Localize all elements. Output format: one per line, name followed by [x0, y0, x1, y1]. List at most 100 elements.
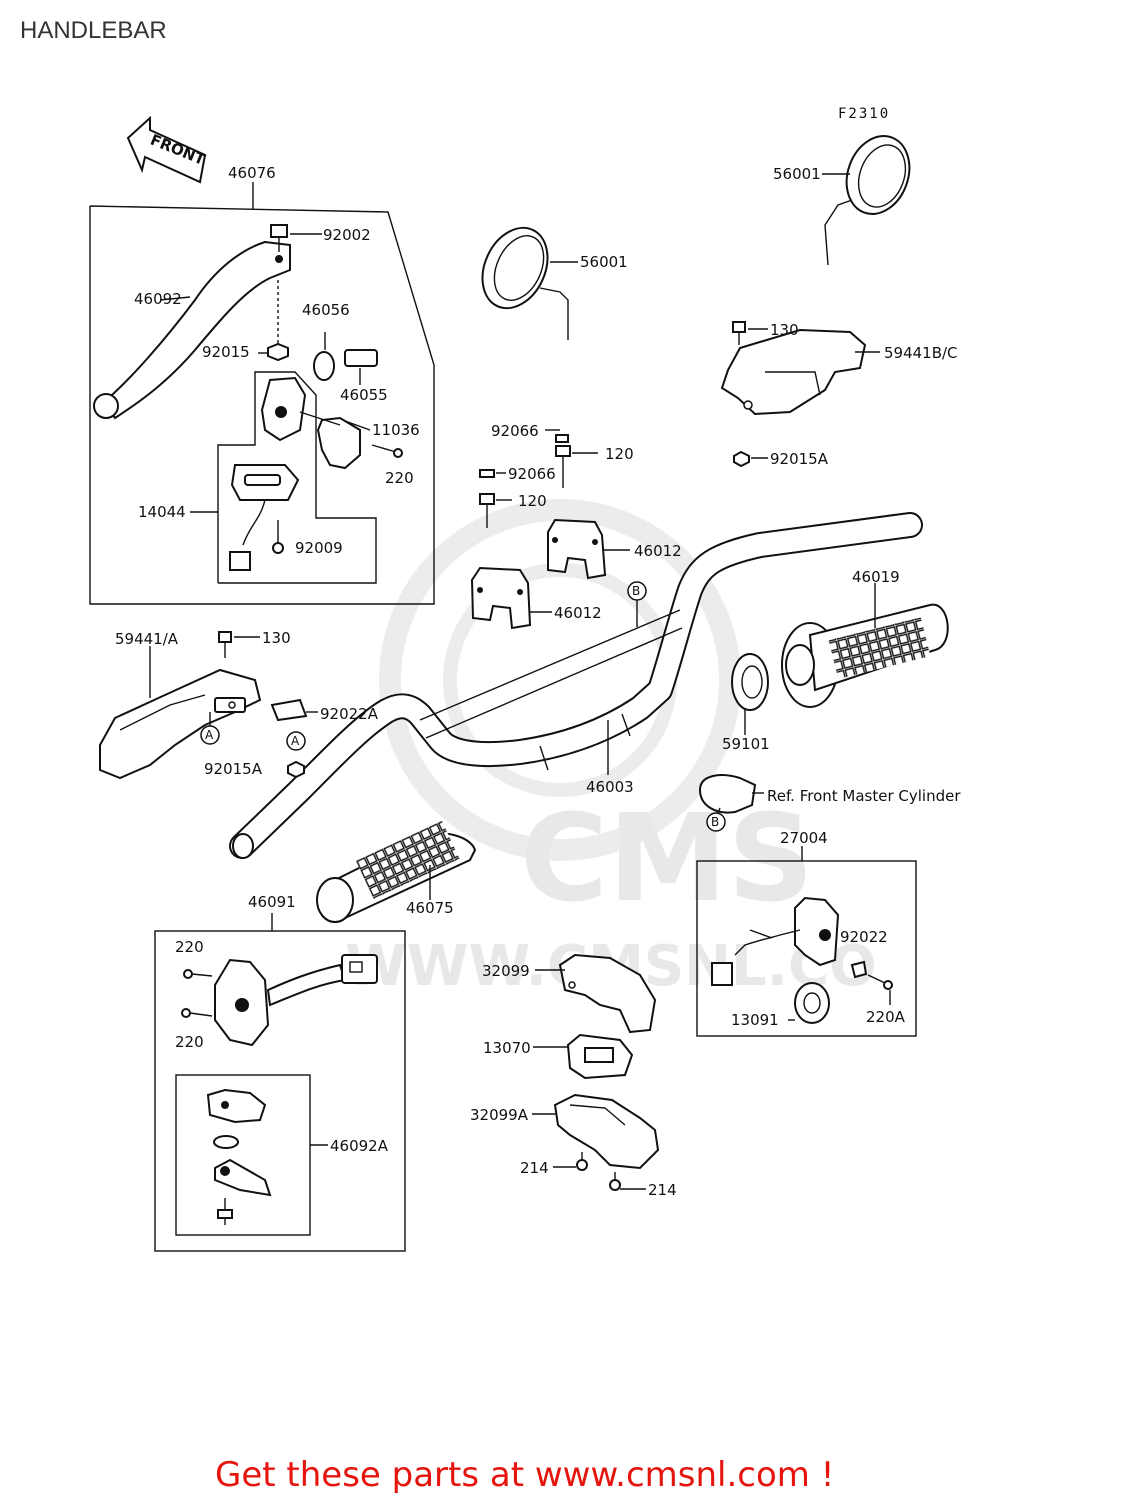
label-14044: 14044: [138, 503, 186, 521]
label-46092: 46092: [134, 290, 182, 308]
label-214-a: 214: [520, 1159, 549, 1177]
left-grip-46075: [316, 820, 477, 923]
nut-92015a-top: [733, 450, 750, 468]
footer-link[interactable]: Get these parts at www.cmsnl.com !: [215, 1455, 834, 1495]
screw-220-lower: [181, 1008, 213, 1018]
label-13070: 13070: [483, 1039, 531, 1057]
clutch-lever: [93, 240, 291, 420]
label-92015: 92015: [202, 343, 250, 361]
master-cylinder-clamp: [698, 774, 757, 814]
label-ref-front-master-cylinder: Ref. Front Master Cylinder: [767, 787, 961, 805]
diagram-code: F2310: [838, 106, 890, 122]
switch-13070: [566, 1033, 634, 1080]
label-46012-top: 46012: [634, 542, 682, 560]
label-59101: 59101: [722, 735, 770, 753]
label-120-a: 120: [605, 445, 634, 463]
label-27004: 27004: [780, 829, 828, 847]
label-92066-a: 92066: [491, 422, 539, 440]
label-59441bc: 59441B/C: [884, 344, 958, 362]
switch-housing-32099a: [553, 1093, 660, 1170]
screw-92009: [272, 520, 284, 554]
clip-92022a: [270, 698, 308, 722]
nut-92015a-mid: [287, 760, 305, 779]
adjuster-46056: [313, 351, 335, 381]
ref-marker-a-1: A: [200, 712, 220, 745]
bolt-92066-a: [555, 434, 571, 488]
label-92009: 92009: [295, 539, 343, 557]
switch-14044: [229, 464, 300, 571]
throttle-pulley-59101: [731, 653, 769, 711]
part-labels: 46076 92002 46092 46056 92015 46055 1103…: [115, 164, 961, 1199]
screw-214-a: [576, 1152, 588, 1171]
label-214-b: 214: [648, 1181, 677, 1199]
label-220-a: 220: [385, 469, 414, 487]
clamp-46012-bottom: [470, 566, 532, 630]
nut-92015: [267, 342, 289, 362]
ref-marker-a-2: A: [286, 731, 306, 751]
mirror-right: [824, 135, 911, 266]
adjuster-screw-46055: [344, 349, 378, 367]
svg-text:B: B: [711, 815, 719, 829]
bolt-92002: [270, 224, 288, 252]
label-130-left: 130: [262, 629, 291, 647]
switch-subassembly-46092a: [175, 1074, 311, 1236]
ref-marker-b-1: B: [627, 581, 647, 601]
label-220-c: 220: [175, 1033, 204, 1051]
lever-cover-59441a: [99, 668, 262, 780]
label-46076: 46076: [228, 164, 276, 182]
watermark-brand: CMS: [520, 790, 814, 929]
label-92022: 92022: [840, 928, 888, 946]
handlebar-tube: [229, 512, 923, 859]
switch-27004: [711, 896, 893, 1024]
switch-parts-46092a: [206, 1088, 272, 1225]
mirror-left: [481, 226, 569, 340]
label-13091: 13091: [731, 1011, 779, 1029]
svg-text:B: B: [632, 584, 640, 598]
label-92015a-top: 92015A: [770, 450, 829, 468]
svg-text:A: A: [291, 734, 300, 748]
label-120-b: 120: [518, 492, 547, 510]
label-46055: 46055: [340, 386, 388, 404]
label-220-b: 220: [175, 938, 204, 956]
throttle-grip-46019: [781, 603, 949, 708]
bolt-130-left: [218, 631, 232, 658]
label-46075: 46075: [406, 899, 454, 917]
screw-220: [371, 444, 403, 458]
label-46056: 46056: [302, 301, 350, 319]
screw-214-b: [609, 1172, 621, 1191]
label-130-top: 130: [770, 321, 799, 339]
label-46012-bottom: 46012: [554, 604, 602, 622]
switch-housing-32099: [558, 953, 657, 1034]
label-59441a: 59441/A: [115, 630, 179, 648]
label-46091: 46091: [248, 893, 296, 911]
front-arrow-icon: FRONT: [126, 115, 208, 184]
label-11036: 11036: [372, 421, 420, 439]
switch-box-46091: [154, 930, 406, 1252]
label-220A: 220A: [866, 1008, 906, 1026]
svg-text:A: A: [205, 728, 214, 742]
switch-46091: [214, 954, 378, 1047]
label-32099a: 32099A: [470, 1106, 529, 1124]
screw-220-upper: [183, 969, 213, 979]
lever-assembly-box: [89, 182, 435, 605]
bolt-92066-b: [479, 469, 495, 528]
label-92002: 92002: [323, 226, 371, 244]
bolt-130-top: [732, 321, 746, 345]
label-92015a-mid: 92015A: [204, 760, 263, 778]
label-46019: 46019: [852, 568, 900, 586]
clamp-46012-top: [547, 518, 607, 580]
label-46092a: 46092A: [330, 1137, 389, 1155]
label-92066-b: 92066: [508, 465, 556, 483]
ref-marker-b-2: B: [706, 812, 726, 832]
lever-holder-11036: [260, 376, 361, 470]
label-56001-left: 56001: [580, 253, 628, 271]
lever-cover-59441bc: [720, 328, 867, 416]
page-title: HANDLEBAR: [20, 17, 167, 44]
label-46003: 46003: [586, 778, 634, 796]
label-92022a: 92022A: [320, 705, 379, 723]
switch-box-27004: [696, 860, 917, 1037]
label-32099: 32099: [482, 962, 530, 980]
label-56001-right: 56001: [773, 165, 821, 183]
